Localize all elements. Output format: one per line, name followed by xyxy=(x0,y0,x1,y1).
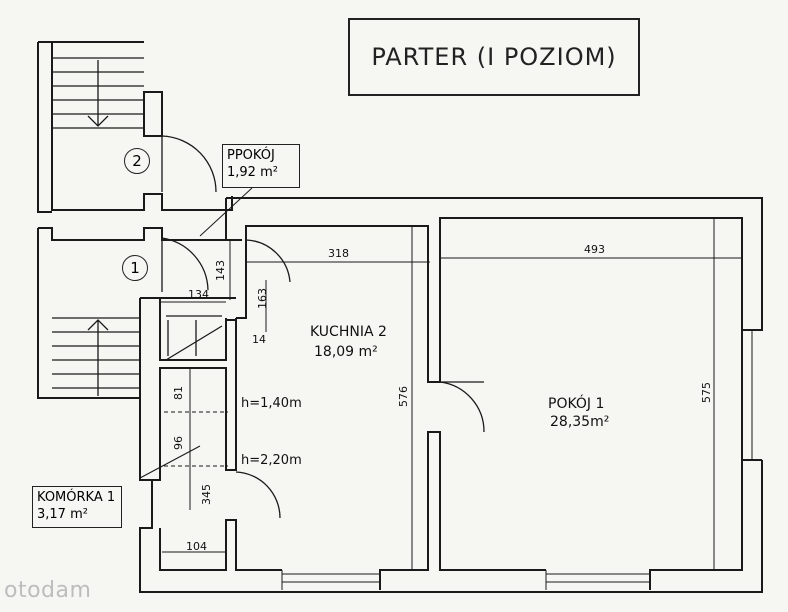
stair-number-2: 2 xyxy=(124,148,150,174)
dim-104: 104 xyxy=(186,540,207,553)
stair-number-1: 1 xyxy=(122,255,148,281)
inner-wall xyxy=(649,460,743,590)
wall xyxy=(143,91,163,137)
room-name-kuchnia: KUCHNIA 2 xyxy=(310,324,387,340)
room-area: 1,92 m² xyxy=(227,165,278,180)
inner-wall xyxy=(379,431,546,590)
label-ppokoj: PPOKÓJ 1,92 m² xyxy=(222,144,300,188)
plan-title: PARTER (I POZIOM) xyxy=(348,18,640,96)
inner-wall xyxy=(159,298,227,361)
dim-576: 576 xyxy=(397,386,410,407)
dim-14: 14 xyxy=(252,333,266,346)
room-area: 3,17 m² xyxy=(37,507,88,522)
room-area-pokoj: 28,35m² xyxy=(550,414,610,430)
dim-493: 493 xyxy=(584,243,605,256)
dim-143: 143 xyxy=(214,260,227,281)
dim-163: 163 xyxy=(256,288,269,309)
label-komorka: KOMÓRKA 1 3,17 m² xyxy=(32,486,122,528)
inner-wall xyxy=(159,519,282,571)
wall xyxy=(37,228,52,399)
room-name: KOMÓRKA 1 xyxy=(37,490,116,505)
inner-wall xyxy=(152,318,237,481)
room-name-pokoj: POKÓJ 1 xyxy=(548,396,605,412)
height-label-1: h=1,40m xyxy=(241,396,302,411)
dim-134: 134 xyxy=(188,288,209,301)
dim-345: 345 xyxy=(200,484,213,505)
dim-318: 318 xyxy=(328,247,349,260)
dim-96: 96 xyxy=(172,436,185,450)
outer-wall xyxy=(226,197,763,383)
wall xyxy=(38,41,233,211)
watermark-logo: otodam xyxy=(4,578,92,603)
room-name: PPOKÓJ xyxy=(227,148,275,163)
wall xyxy=(37,42,52,213)
wall xyxy=(38,227,226,241)
outer-wall xyxy=(139,298,763,593)
room-area-kuchnia: 18,09 m² xyxy=(314,344,378,360)
dim-575: 575 xyxy=(700,382,713,403)
dim-81: 81 xyxy=(172,386,185,400)
height-label-2: h=2,20m xyxy=(241,453,302,468)
